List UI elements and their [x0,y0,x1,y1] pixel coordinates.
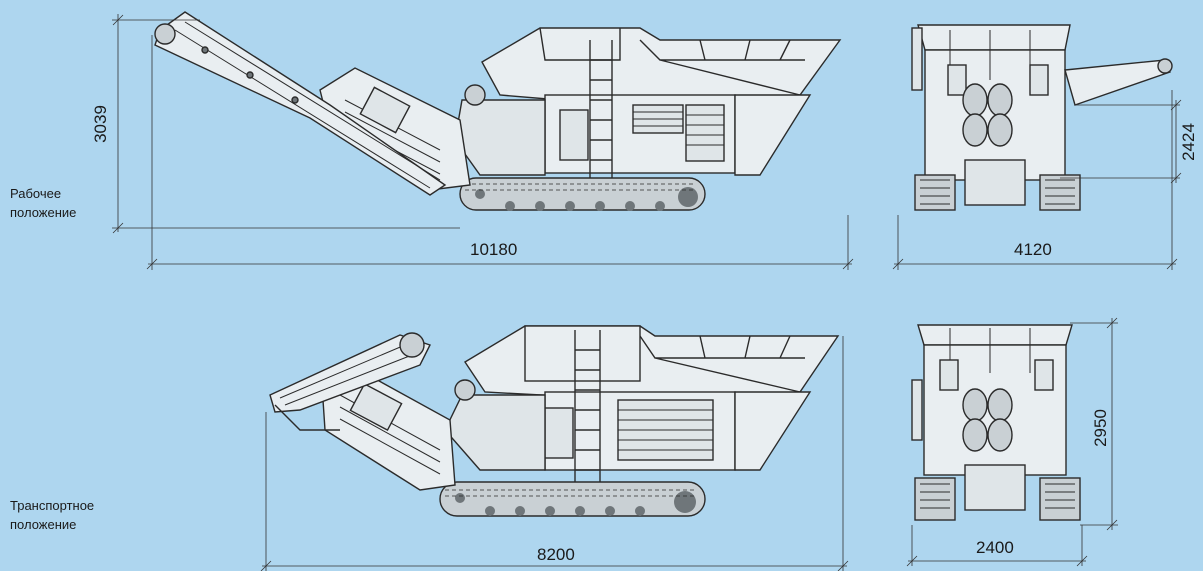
hopper [481,27,842,101]
track [439,481,706,517]
working-height-dimension: 3039 [91,105,110,143]
working-side-view [154,11,842,211]
working-mode-label: Рабочее положение [10,184,76,222]
transport-front-dimensions [906,317,1118,567]
transport-mode-label: Транспортное положение [10,496,94,534]
track [459,177,706,211]
transport-side-view [269,325,840,517]
working-front-dimensions [892,90,1182,270]
working-front-view [911,24,1173,211]
transport-side-dimensions [260,336,849,571]
hopper [464,325,840,397]
ladder [574,330,601,510]
working-side-dimensions [112,14,854,270]
folded-conveyor [269,334,431,413]
working-length-dimension: 10180 [470,240,518,259]
transport-front-view [911,324,1081,521]
transport-width-dimension: 2400 [976,538,1014,557]
transport-mode-label-line1: Транспортное [10,498,95,513]
working-mode-label-line1: Рабочее [10,186,62,201]
working-width-dimension: 4120 [1014,240,1052,259]
transport-height-dimension: 2950 [1091,409,1110,447]
working-side-height-dimension: 2424 [1179,123,1198,161]
transport-mode-label-line2: положение [10,517,77,532]
working-mode-label-line2: положение [10,205,77,220]
discharge-conveyor [154,11,447,196]
transport-length-dimension: 8200 [537,545,575,564]
